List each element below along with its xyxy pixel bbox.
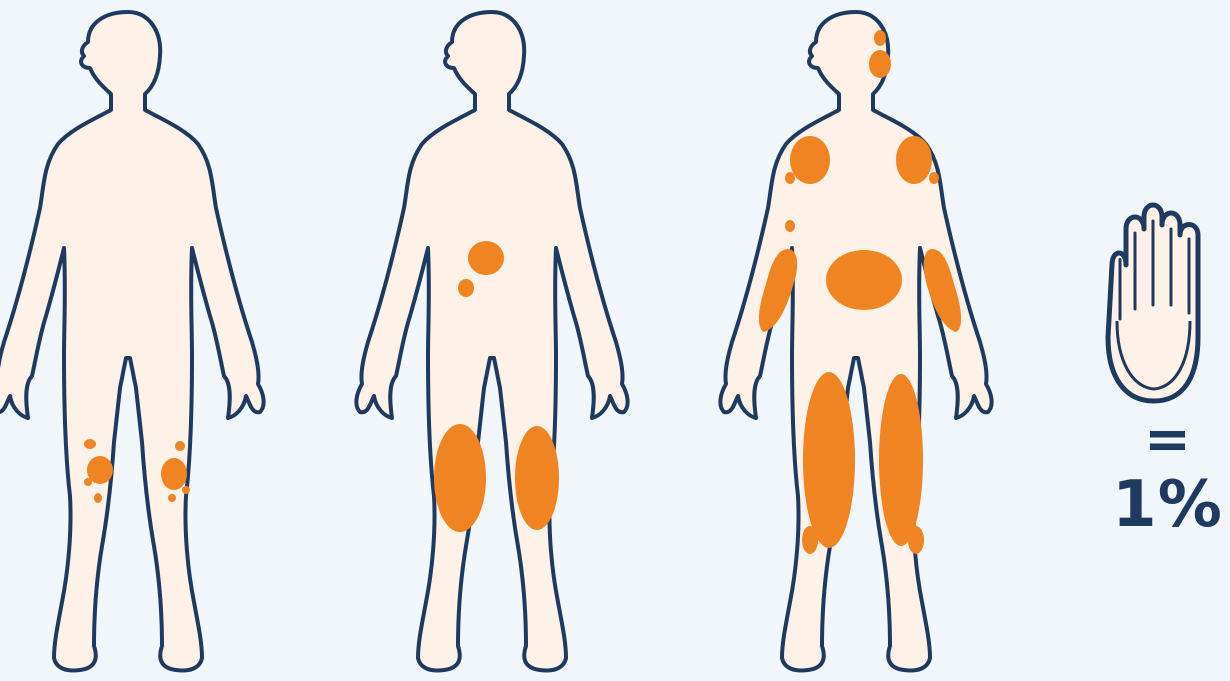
patch	[929, 172, 939, 184]
body-outline	[356, 12, 627, 671]
patch	[515, 426, 559, 530]
patch	[468, 241, 504, 275]
patch	[168, 494, 176, 502]
equals-sign: =	[1105, 410, 1230, 470]
patch	[785, 172, 795, 184]
patch	[161, 458, 187, 490]
patch	[869, 50, 891, 78]
patch	[874, 30, 886, 46]
patch	[175, 441, 185, 451]
patch	[458, 279, 474, 297]
patch	[94, 493, 102, 503]
body-outline	[720, 12, 991, 671]
figure-severe	[720, 12, 991, 671]
patch	[802, 526, 818, 554]
patch	[84, 478, 92, 486]
patch	[790, 136, 830, 184]
patch	[434, 424, 486, 532]
percent-label: 1%	[1105, 470, 1230, 540]
patch	[84, 439, 96, 449]
body-outline	[0, 12, 264, 671]
patch	[879, 374, 923, 546]
patch	[785, 220, 795, 232]
patch	[896, 136, 932, 184]
hand-icon	[1108, 205, 1198, 401]
figure-moderate	[356, 12, 627, 671]
patch	[908, 526, 924, 554]
figure-mild	[0, 12, 264, 671]
patch	[803, 372, 855, 548]
patch	[826, 250, 902, 310]
patch	[182, 486, 190, 494]
